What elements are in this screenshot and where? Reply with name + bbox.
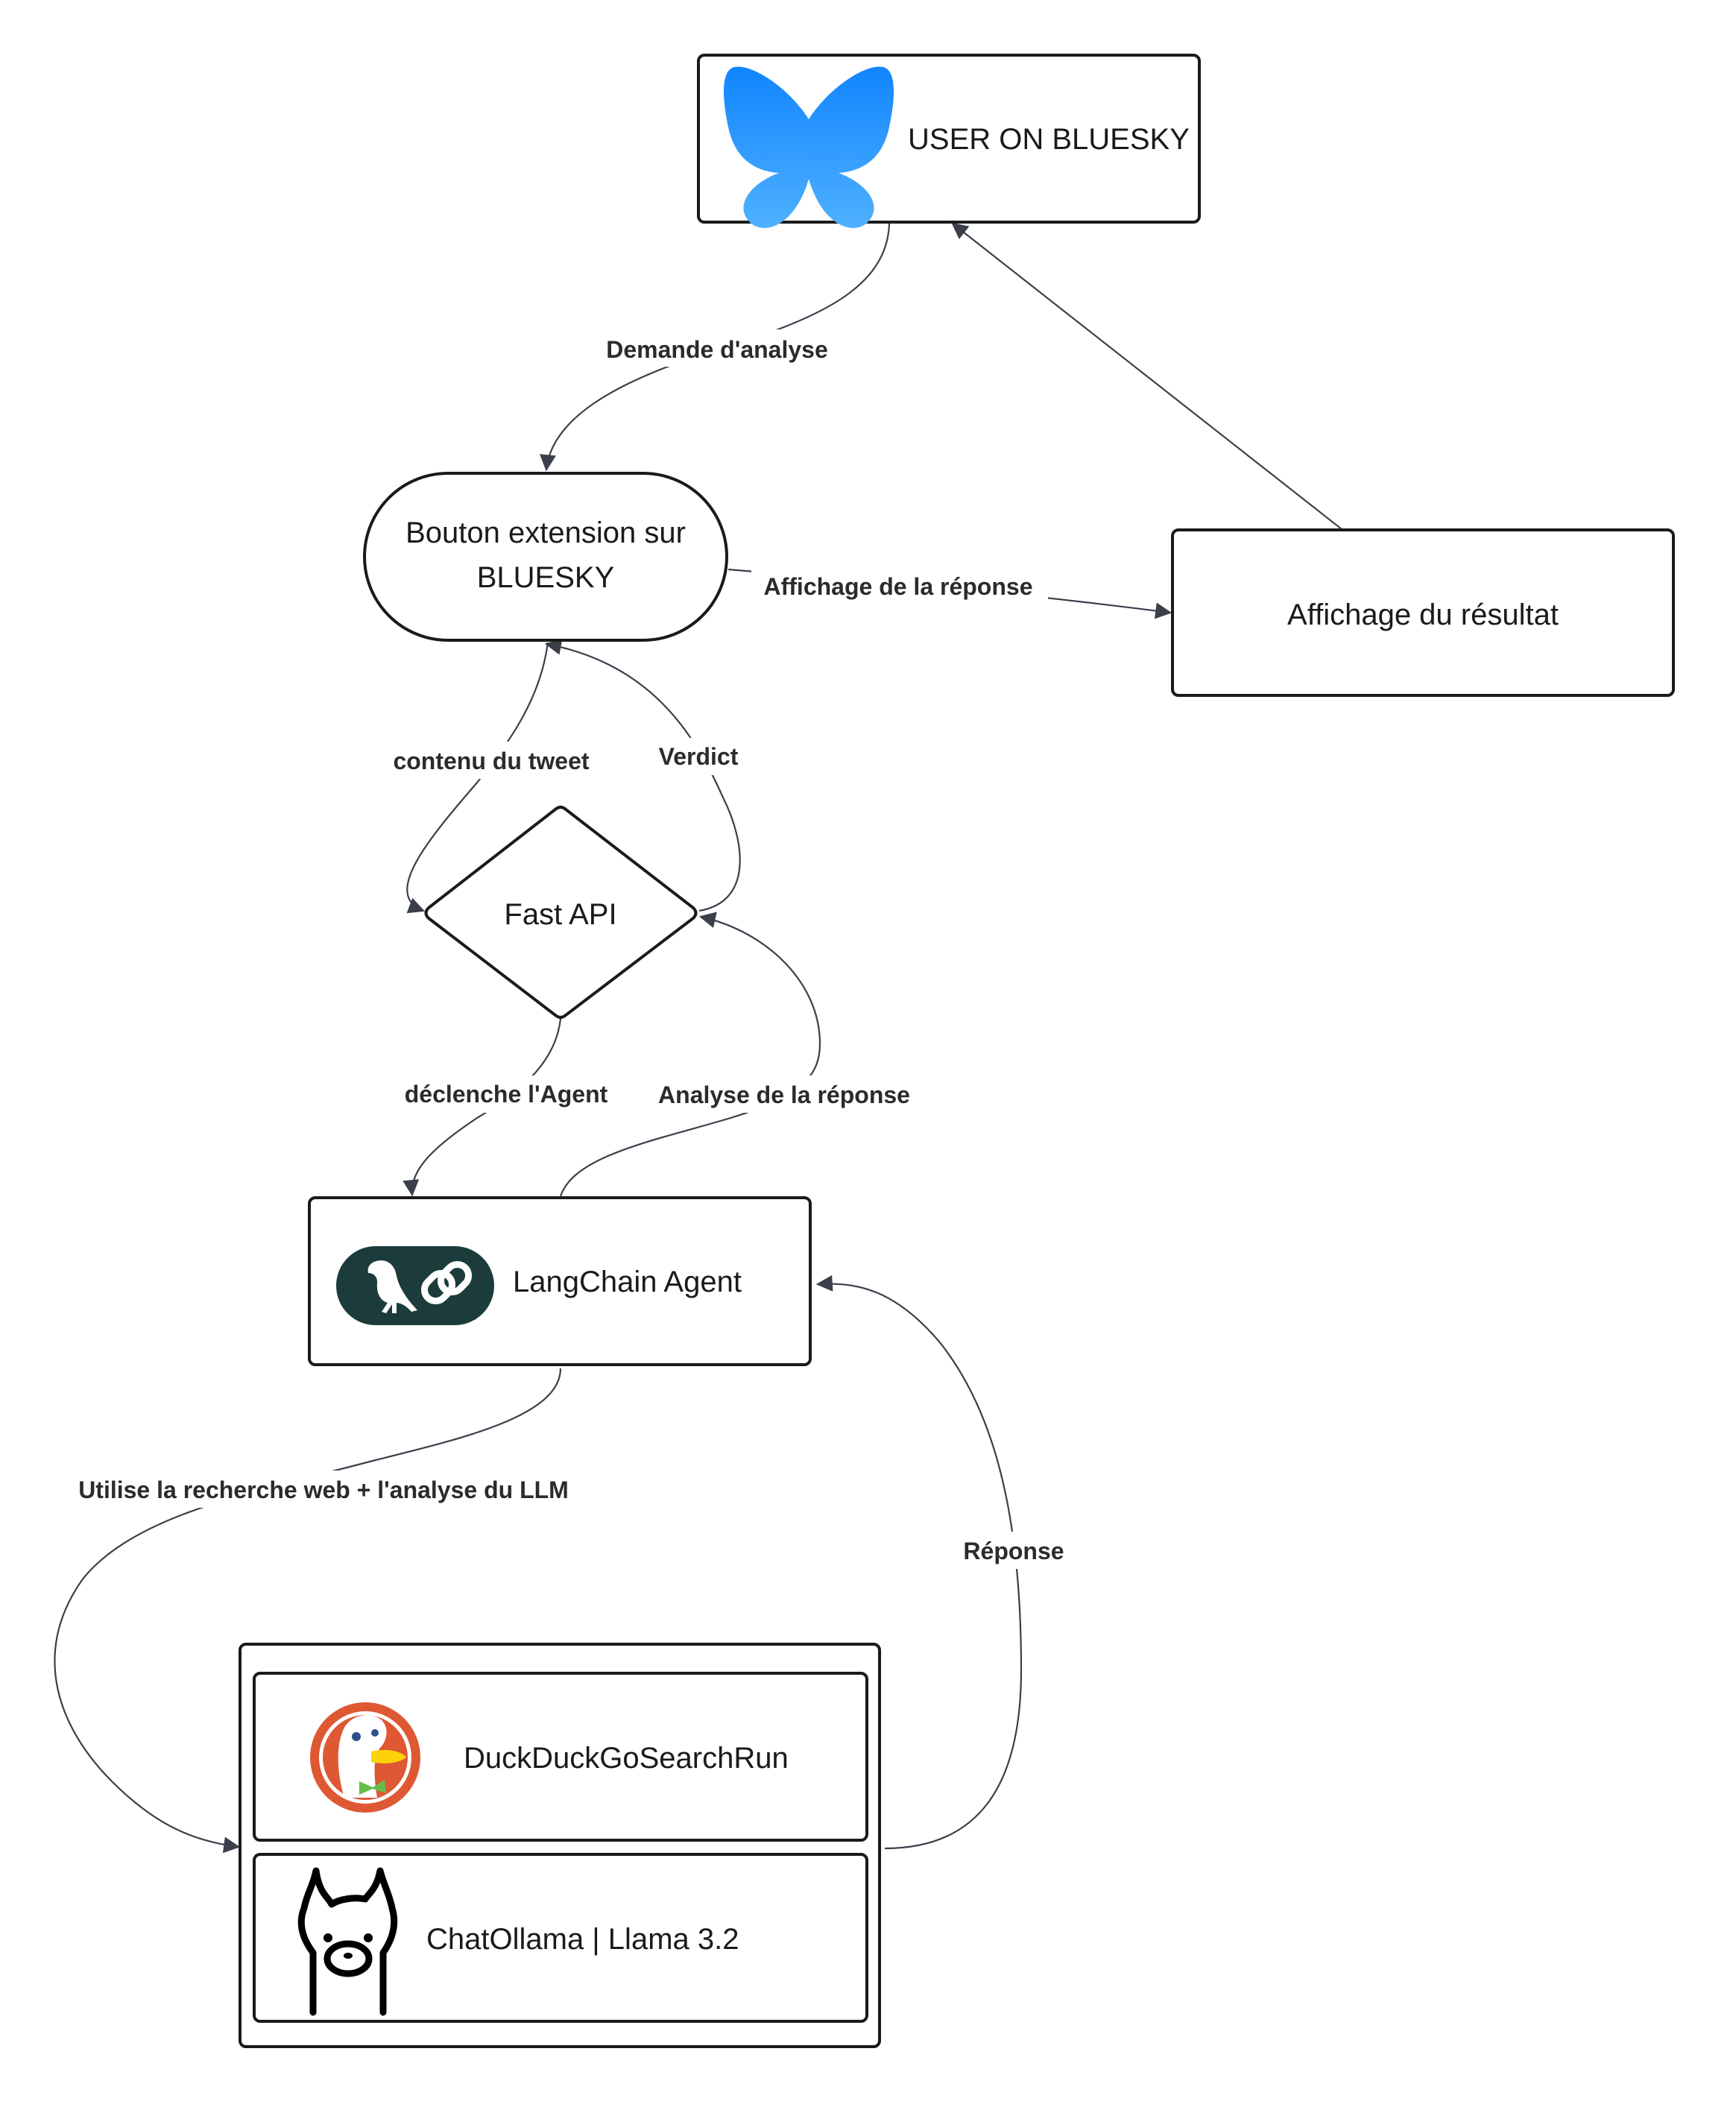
node-fast-api: Fast API bbox=[424, 806, 698, 1019]
edge-reponse bbox=[815, 1274, 1023, 1850]
label-demande-analyse: Demande d'analyse bbox=[606, 336, 828, 363]
edge-labels: Demande d'analyse Affichage de la répons… bbox=[60, 329, 1073, 1569]
label-verdict: Verdict bbox=[659, 743, 739, 770]
langchain-parrot-link-icon bbox=[336, 1246, 494, 1325]
label-utilise-recherche: Utilise la recherche web + l'analyse du … bbox=[78, 1476, 569, 1503]
edges bbox=[54, 222, 1342, 1854]
node-extension-button: Bouton extension sur BLUESKY bbox=[363, 472, 728, 642]
node-chatollama-label: ChatOllama | Llama 3.2 bbox=[426, 1923, 739, 1956]
label-contenu-tweet: contenu du tweet bbox=[393, 748, 589, 774]
label-reponse: Réponse bbox=[963, 1538, 1064, 1564]
bluesky-butterfly-icon bbox=[723, 66, 894, 228]
node-langchain-agent: LangChain Agent bbox=[308, 1196, 812, 1366]
node-duckduckgo-label: DuckDuckGoSearchRun bbox=[464, 1742, 789, 1775]
node-result-display-label: Affichage du résultat bbox=[1287, 598, 1559, 631]
label-analyse-reponse: Analyse de la réponse bbox=[658, 1081, 910, 1108]
ollama-llama-icon bbox=[297, 1867, 398, 2016]
node-duckduckgo: DuckDuckGoSearchRun bbox=[253, 1672, 868, 1842]
edge-contenu-tweet bbox=[406, 642, 549, 914]
node-extension-button-line1: Bouton extension sur bbox=[405, 517, 686, 549]
node-tools-group: DuckDuckGoSearchRun ChatOllama | Llama 3… bbox=[239, 1643, 881, 2048]
edge-verdict bbox=[544, 638, 741, 912]
duckduckgo-duck-icon bbox=[310, 1702, 420, 1813]
node-user-bluesky: USER ON BLUESKY bbox=[697, 54, 1201, 228]
edge-declenche-agent bbox=[403, 1018, 562, 1197]
label-affichage-reponse: Affichage de la réponse bbox=[764, 573, 1033, 600]
node-fast-api-label: Fast API bbox=[504, 898, 616, 931]
node-langchain-agent-label: LangChain Agent bbox=[513, 1266, 742, 1298]
node-user-bluesky-label: USER ON BLUESKY bbox=[908, 123, 1190, 156]
node-chatollama: ChatOllama | Llama 3.2 bbox=[253, 1853, 868, 2023]
edge-utilise-recherche bbox=[54, 1368, 562, 1854]
node-result-display: Affichage du résultat bbox=[1171, 528, 1675, 697]
edge-resultat-to-user bbox=[951, 222, 1342, 530]
label-declenche-agent: déclenche l'Agent bbox=[405, 1081, 608, 1108]
node-extension-button-line2: BLUESKY bbox=[477, 561, 615, 594]
ollama-llama-face bbox=[323, 1933, 373, 1959]
